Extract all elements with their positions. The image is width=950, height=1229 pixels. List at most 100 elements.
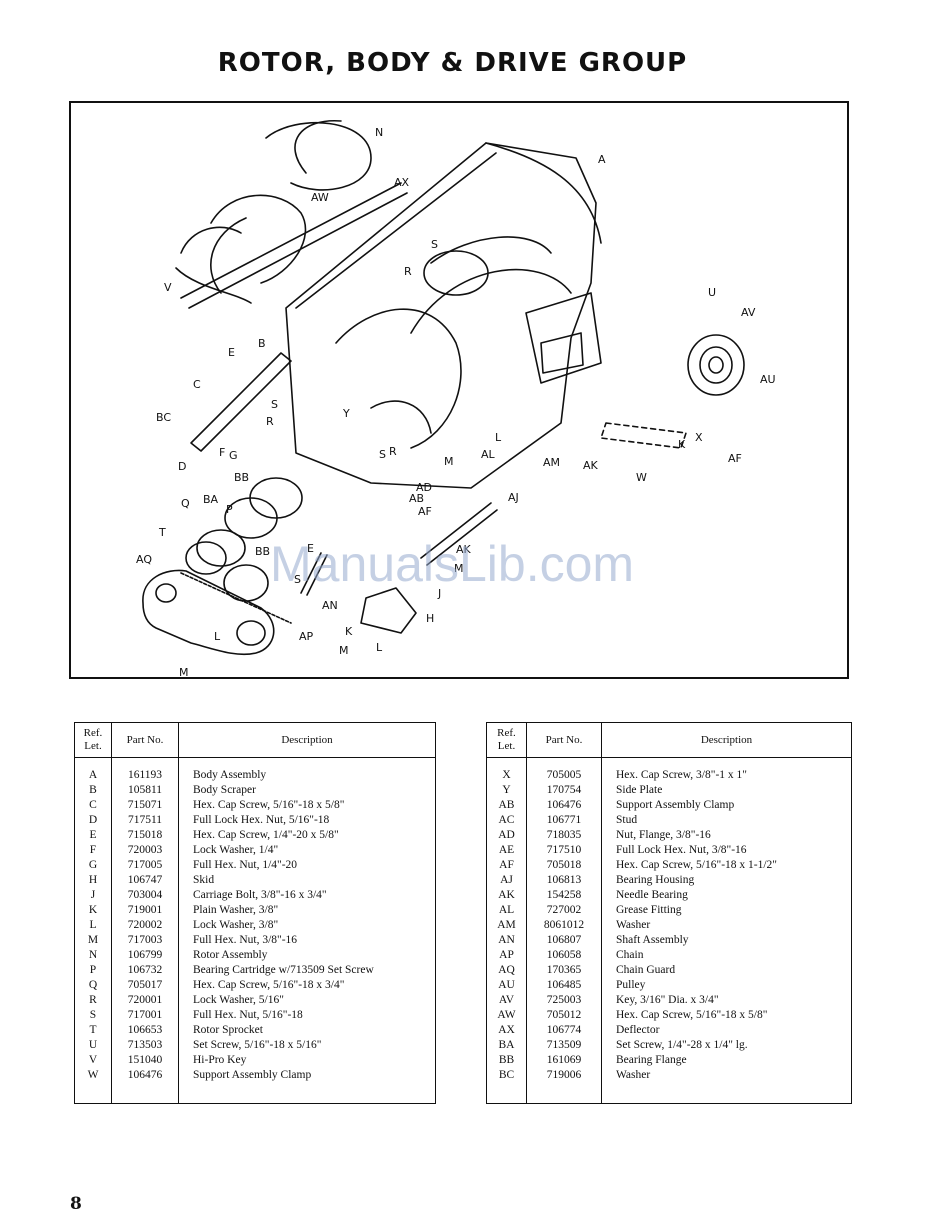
description-cell: Hex. Cap Screw, 5/16"-18 x 1-1/2" bbox=[616, 859, 777, 871]
description-cell: Body Assembly bbox=[193, 769, 267, 781]
ref-cell: E bbox=[74, 828, 112, 843]
callout-label: AD bbox=[416, 481, 432, 494]
part-no-cell: 106799 bbox=[111, 948, 179, 963]
page-number: 8 bbox=[70, 1194, 82, 1214]
chain-drawing bbox=[180, 572, 292, 624]
description-cell: Full Hex. Nut, 5/16"-18 bbox=[193, 1009, 303, 1021]
part-no-cell: 106771 bbox=[526, 813, 602, 828]
ref-cell: S bbox=[74, 1008, 112, 1023]
callout-label: R bbox=[389, 445, 397, 458]
callout-label: AW bbox=[311, 191, 329, 204]
callout-label: M bbox=[444, 455, 454, 468]
callout-label: S bbox=[271, 398, 278, 411]
callout-label: M bbox=[179, 666, 189, 677]
ref-cell: J bbox=[74, 888, 112, 903]
ref-cell: T bbox=[74, 1023, 112, 1038]
description-cell: Chain Guard bbox=[616, 964, 676, 976]
ref-cell: AQ bbox=[486, 963, 527, 978]
callout-label: AN bbox=[322, 599, 338, 612]
part-no-header: Part No. bbox=[526, 722, 602, 758]
part-no-cell: 713509 bbox=[526, 1038, 602, 1053]
callout-label: M bbox=[339, 644, 349, 657]
part-no-cell: 161193 bbox=[111, 768, 179, 783]
ref-cell: V bbox=[74, 1053, 112, 1068]
ref-cell: AC bbox=[486, 813, 527, 828]
part-no-cell: 717510 bbox=[526, 843, 602, 858]
ref-cell: AE bbox=[486, 843, 527, 858]
callout-label: AP bbox=[299, 630, 314, 643]
table-spacer-row bbox=[74, 1083, 436, 1104]
ref-cell: AX bbox=[486, 1023, 527, 1038]
description-cell: Nut, Flange, 3/8"-16 bbox=[616, 829, 711, 841]
description-cell: Support Assembly Clamp bbox=[616, 799, 735, 811]
description-cell: Hex. Cap Screw, 5/16"-18 x 5/8" bbox=[193, 799, 345, 811]
table-header-row: Ref. Let. Part No. Description bbox=[486, 722, 852, 758]
description-cell: Hex. Cap Screw, 3/8"-1 x 1" bbox=[616, 769, 747, 781]
part-no-cell: 725003 bbox=[526, 993, 602, 1008]
part-no-cell: 720002 bbox=[111, 918, 179, 933]
part-no-cell: 106476 bbox=[526, 798, 602, 813]
description-cell: Plain Washer, 3/8" bbox=[193, 904, 279, 916]
part-no-cell: 106732 bbox=[111, 963, 179, 978]
description-cell: Lock Washer, 1/4" bbox=[193, 844, 279, 856]
ref-cell: AF bbox=[486, 858, 527, 873]
callout-label: V bbox=[164, 281, 172, 294]
description-cell: Set Screw, 5/16"-18 x 5/16" bbox=[193, 1039, 322, 1051]
ref-cell: G bbox=[74, 858, 112, 873]
callout-label: W bbox=[636, 471, 647, 484]
callout-label: R bbox=[404, 265, 412, 278]
ref-cell: AJ bbox=[486, 873, 527, 888]
ref-header: Ref. Let. bbox=[74, 722, 112, 758]
callout-label: S bbox=[294, 573, 301, 586]
callout-label: AB bbox=[409, 492, 424, 505]
callout-label: AX bbox=[394, 176, 410, 189]
ref-cell: BB bbox=[486, 1053, 527, 1068]
part-no-cell: 720003 bbox=[111, 843, 179, 858]
table-spacer-row bbox=[74, 757, 436, 768]
shaft-drawing bbox=[300, 552, 328, 596]
rotor-assembly-drawing bbox=[175, 120, 408, 309]
part-no-cell: 717005 bbox=[111, 858, 179, 873]
description-header: Description bbox=[178, 722, 436, 758]
ref-cell: AB bbox=[486, 798, 527, 813]
callout-label: AV bbox=[741, 306, 756, 319]
part-no-cell: 106476 bbox=[111, 1068, 179, 1083]
bearing-housing-drawing bbox=[420, 502, 498, 566]
part-no-cell: 715071 bbox=[111, 798, 179, 813]
callout-label: AJ bbox=[508, 491, 519, 504]
callout-label: C bbox=[193, 378, 201, 391]
part-no-cell: 8061012 bbox=[526, 918, 602, 933]
description-cell: Support Assembly Clamp bbox=[193, 1069, 312, 1081]
description-cell: Hi-Pro Key bbox=[193, 1054, 247, 1066]
part-no-cell: 106058 bbox=[526, 948, 602, 963]
table-header-row: Ref. Let. Part No. Description bbox=[74, 722, 436, 758]
description-cell: Full Hex. Nut, 1/4"-20 bbox=[193, 859, 298, 871]
description-cell: Carriage Bolt, 3/8"-16 x 3/4" bbox=[193, 889, 327, 901]
description-cell: Grease Fitting bbox=[616, 904, 682, 916]
callout-label: AQ bbox=[136, 553, 152, 566]
callout-label: A bbox=[598, 153, 606, 166]
ref-cell: A bbox=[74, 768, 112, 783]
ref-cell: AD bbox=[486, 828, 527, 843]
ref-cell: H bbox=[74, 873, 112, 888]
description-cell: Chain bbox=[616, 949, 644, 961]
